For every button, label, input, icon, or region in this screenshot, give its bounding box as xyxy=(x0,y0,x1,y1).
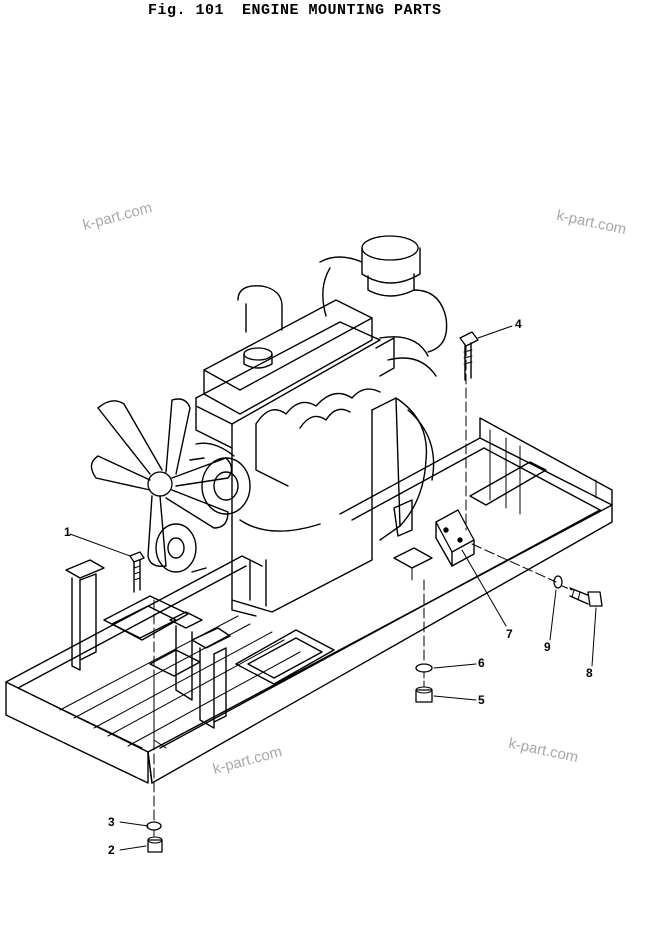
callout-9: 9 xyxy=(544,640,551,654)
leader-lines xyxy=(69,325,597,851)
callout-6: 6 xyxy=(478,656,485,670)
air-cleaner xyxy=(319,235,448,377)
callout-7: 7 xyxy=(506,627,513,641)
callout-4: 4 xyxy=(515,317,522,331)
center-brackets xyxy=(235,547,433,685)
figure-title: Fig. 101 ENGINE MOUNTING PARTS xyxy=(148,2,460,19)
engine-body xyxy=(195,285,435,617)
cooling-fan xyxy=(90,398,251,573)
assembly-lines xyxy=(153,345,573,839)
figure-number: Fig. 101 xyxy=(148,2,225,19)
hardware xyxy=(129,331,603,853)
left-mounts xyxy=(65,559,231,749)
mount-bracket xyxy=(393,499,475,567)
figure-caption: ENGINE MOUNTING PARTS xyxy=(242,2,442,19)
callout-8: 8 xyxy=(586,666,593,680)
callout-1: 1 xyxy=(64,525,71,539)
callout-5: 5 xyxy=(478,693,485,707)
callout-3: 3 xyxy=(108,815,115,829)
base-frame xyxy=(5,417,613,784)
callout-2: 2 xyxy=(108,843,115,857)
